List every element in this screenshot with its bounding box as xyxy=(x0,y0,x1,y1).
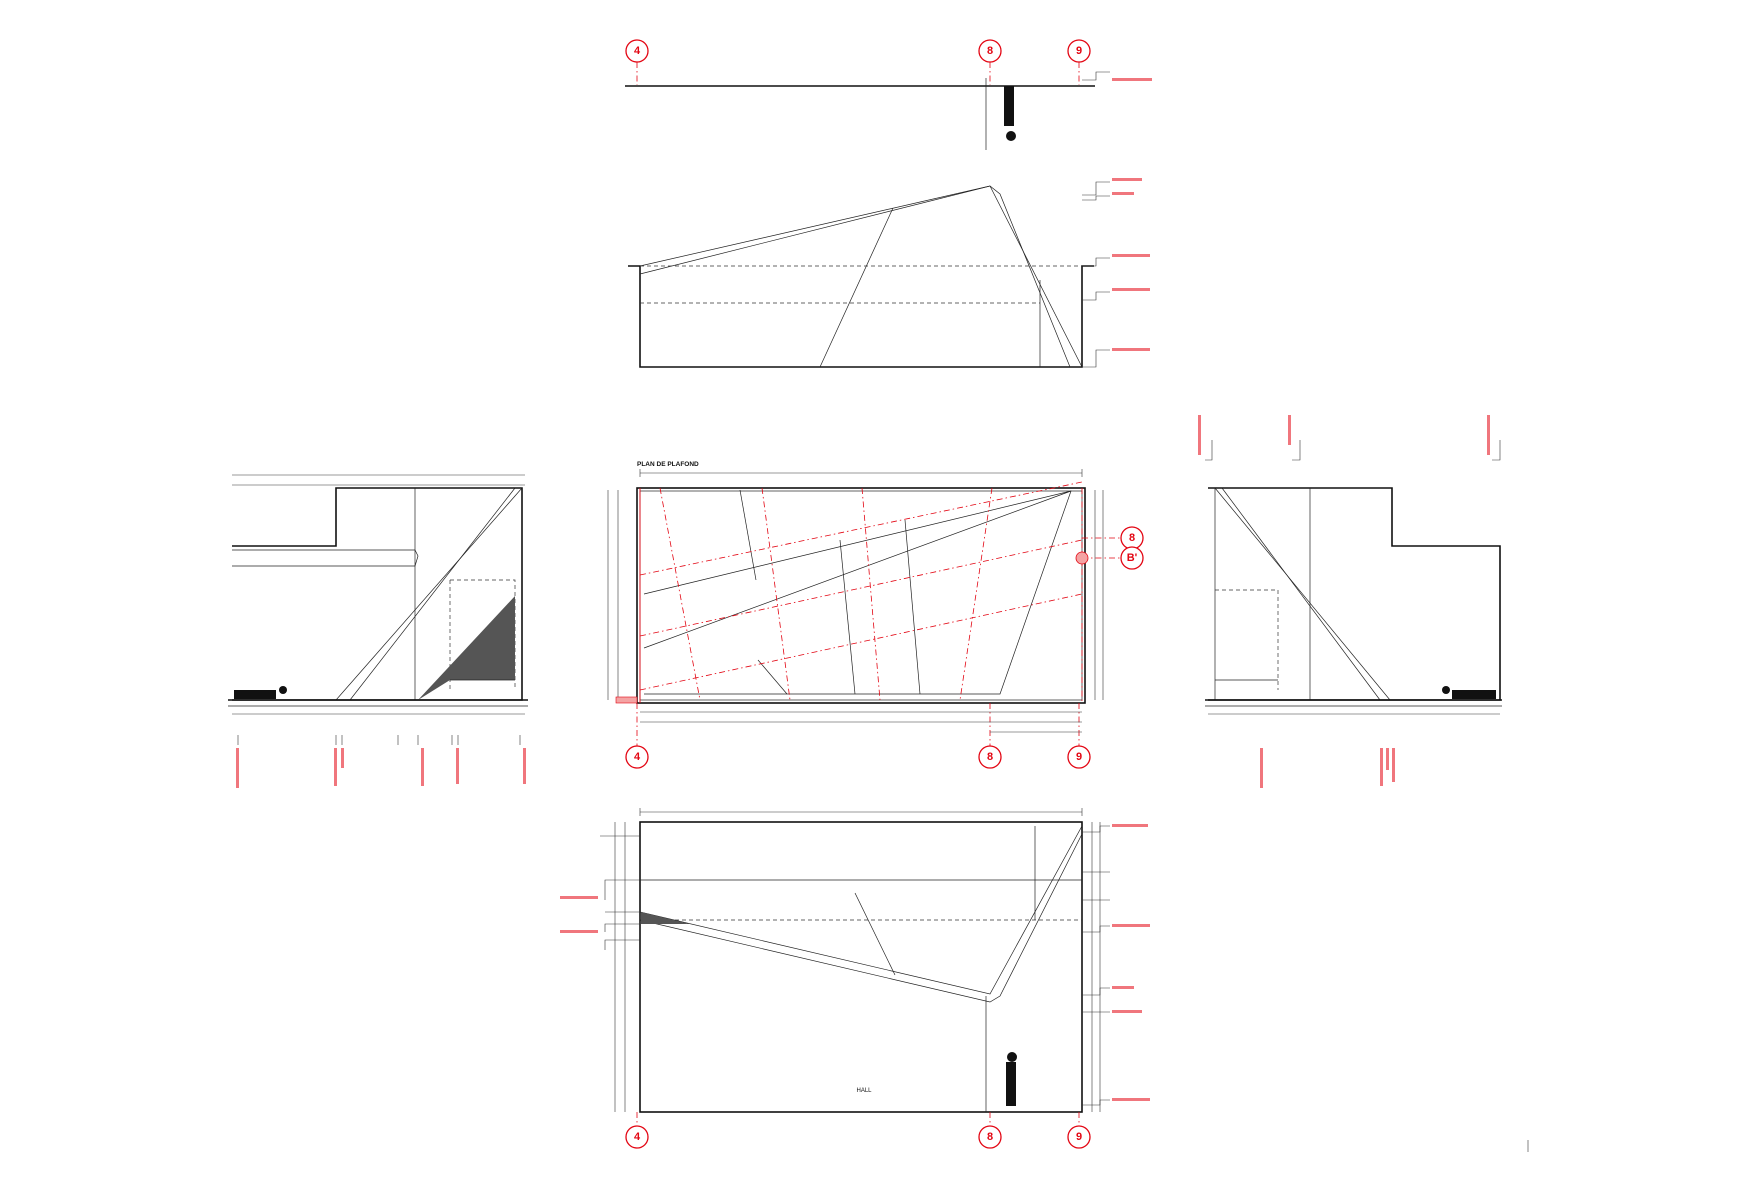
human-figure-icon xyxy=(234,686,287,699)
svg-text:8: 8 xyxy=(987,751,993,763)
svg-text:4: 4 xyxy=(634,751,641,763)
grid-axis-8-bottom: 8 xyxy=(978,1125,1002,1149)
plan-title: PLAN DE PLAFOND xyxy=(637,461,699,468)
left-elevation-drawing xyxy=(228,474,528,788)
svg-text:8: 8 xyxy=(987,45,993,57)
ceiling-plan-drawing: PLAN DE PLAFOND xyxy=(607,461,1120,748)
grid-axis-8-plan-right: 8 xyxy=(1120,526,1144,550)
svg-text:8: 8 xyxy=(987,1131,993,1143)
svg-text:9: 9 xyxy=(1076,1131,1082,1143)
grid-axis-9-top: 9 xyxy=(1067,39,1091,63)
grid-axis-8-top: 8 xyxy=(978,39,1002,63)
hall-label: HALL xyxy=(856,1088,872,1094)
svg-text:4: 4 xyxy=(634,45,641,57)
right-elevation-drawing xyxy=(1198,415,1502,788)
grid-axis-4-bottom: 4 xyxy=(625,1125,649,1149)
top-section-drawing xyxy=(625,62,1152,368)
human-figure-icon xyxy=(1004,86,1016,141)
bottom-section-drawing: HALL xyxy=(560,808,1150,1125)
grid-axis-9-bottom: 9 xyxy=(1067,1125,1091,1149)
svg-text:9: 9 xyxy=(1076,751,1082,763)
human-figure-icon xyxy=(1006,1052,1017,1106)
red-structural-grid xyxy=(636,481,1120,748)
grid-axis-9-plan: 9 xyxy=(1067,745,1091,769)
grid-bubbles: 4 8 9 4 8 9 8 B' xyxy=(625,39,1144,1149)
human-figure-icon xyxy=(1442,686,1496,699)
grid-axis-4-top: 4 xyxy=(625,39,649,63)
grid-axis-8-plan: 8 xyxy=(978,745,1002,769)
grid-axis-4-plan: 4 xyxy=(625,745,649,769)
svg-text:B': B' xyxy=(1127,552,1138,564)
grid-axis-b-plan-right: B' xyxy=(1120,546,1144,570)
svg-text:8: 8 xyxy=(1129,532,1135,544)
svg-text:4: 4 xyxy=(634,1131,641,1143)
svg-text:9: 9 xyxy=(1076,45,1082,57)
